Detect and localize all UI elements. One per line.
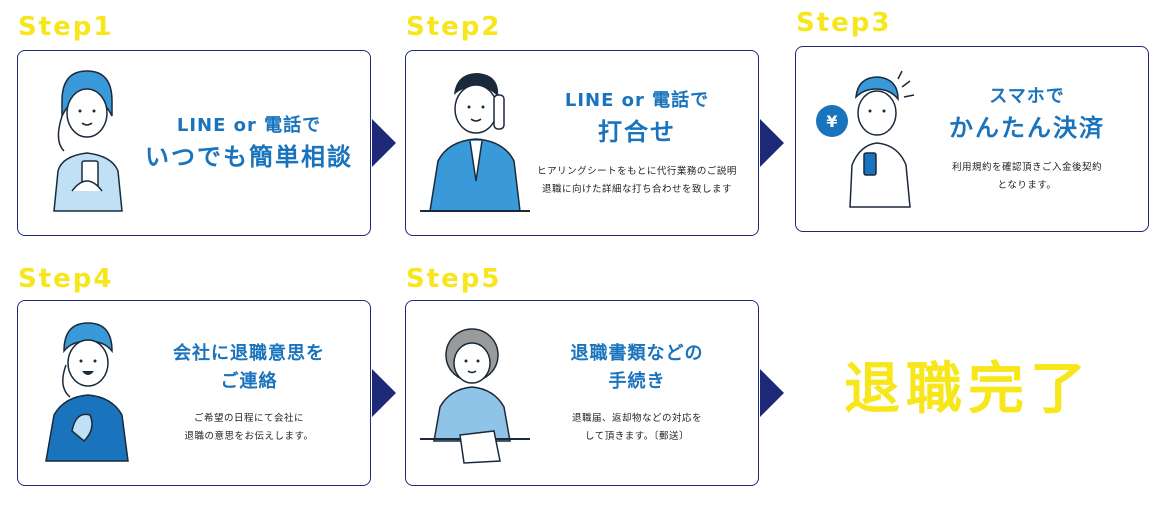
step2-text: LINE or 電話で 打合せ ヒアリングシートをもとに代行業務のご説明 退職に… [526,51,748,235]
woman-smartphone-illustration [53,70,123,212]
step3-desc-line2: となります。 [997,180,1057,191]
step3-description: 利用規約を確認頂きご入金後契約 となります。 [952,159,1102,195]
woman-confident-illustration [45,322,129,462]
arrow-2-to-3 [760,119,784,167]
step3-desc-line1: 利用規約を確認頂きご入金後契約 [951,162,1102,173]
completion-text: 退職完了 [844,357,1092,422]
step4-description: ご希望の日程にて会社に 退職の意思をお伝えします。 [184,410,313,446]
step4-label: Step4 [18,264,114,294]
arrow-4-to-5 [372,369,396,417]
step5-desc-line2: して頂きます。〔郵送〕 [584,431,689,442]
step1-line1: LINE or 電話で [176,115,322,136]
step4-line1: 会社に退職意思を [173,343,325,364]
man-smartphone-payment-illustration: ¥ [816,70,915,208]
step1-label: Step1 [18,12,114,42]
step1-text: LINE or 電話で いつでも簡単相談 [138,51,360,235]
arrow-1-to-2 [372,119,396,167]
step3-line1: スマホで [989,86,1065,107]
step4-desc-line2: 退職の意思をお伝えします。 [184,431,314,442]
step1-line2: いつでも簡単相談 [145,143,353,171]
step5-line1: 退職書類などの [570,343,704,364]
yen-icon: ¥ [826,112,837,131]
arrow-5-to-completion [760,369,784,417]
step3-label: Step3 [796,8,892,38]
step4-card: 会社に退職意思を ご連絡 ご希望の日程にて会社に 退職の意思をお伝えします。 [17,300,371,486]
step3-text: スマホで かんたん決済 利用規約を確認頂きご入金後契約 となります。 [916,47,1138,231]
step4-text: 会社に退職意思を ご連絡 ご希望の日程にて会社に 退職の意思をお伝えします。 [138,301,360,485]
step2-label: Step2 [406,12,502,42]
step1-card: LINE or 電話で いつでも簡単相談 [17,50,371,236]
step5-label: Step5 [406,264,502,294]
step4-line2: ご連絡 [220,371,278,392]
woman-paperwork-illustration [420,328,530,464]
step2-description: ヒアリングシートをもとに代行業務のご説明 退職に向けた詳細な打ち合わせを致します [537,163,737,199]
step2-card: LINE or 電話で 打合せ ヒアリングシートをもとに代行業務のご説明 退職に… [405,50,759,236]
step2-line1: LINE or 電話で [564,90,710,111]
man-phone-call-illustration [420,73,530,212]
step5-line2: 手続き [608,371,666,392]
step4-desc-line1: ご希望の日程にて会社に [193,413,304,424]
step2-desc-line1: ヒアリングシートをもとに代行業務のご説明 [537,166,737,177]
step2-line2: 打合せ [598,118,676,146]
step5-text: 退職書類などの 手続き 退職届、返却物などの対応を して頂きます。〔郵送〕 [526,301,748,485]
step5-card: 退職書類などの 手続き 退職届、返却物などの対応を して頂きます。〔郵送〕 [405,300,759,486]
step2-desc-line2: 退職に向けた詳細な打ち合わせを致します [541,184,732,195]
step3-line2: かんたん決済 [949,114,1105,142]
step3-card: ¥ スマホで かんたん決済 利用規約を確認頂きご入金後契約 となります。 [795,46,1149,232]
step5-desc-line1: 退職届、返却物などの対応を [571,413,702,424]
step5-description: 退職届、返却物などの対応を して頂きます。〔郵送〕 [572,410,702,446]
